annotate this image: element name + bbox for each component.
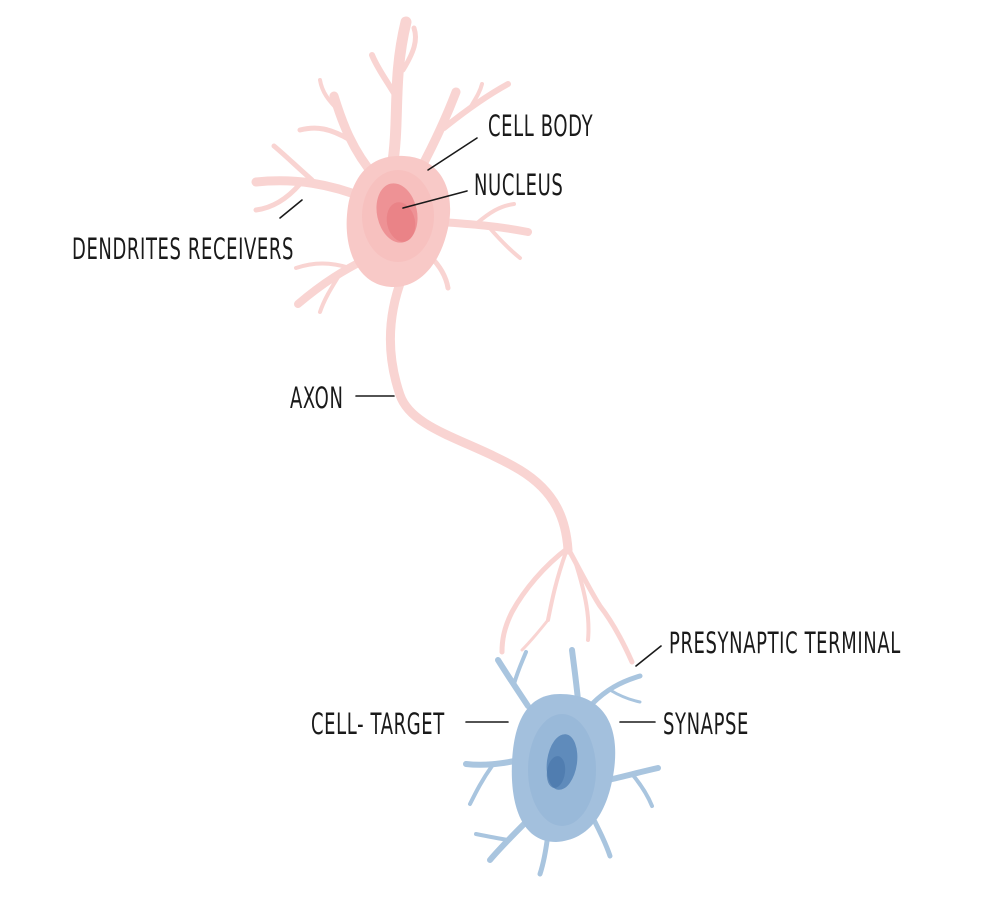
target-cell xyxy=(463,647,661,877)
leader-nucleus xyxy=(402,190,468,209)
label-dendrites: DENDRITES RECEIVERS xyxy=(72,233,294,267)
label-nucleus: NUCLEUS xyxy=(474,169,563,203)
label-cell-target: CELL- TARGET xyxy=(311,708,445,742)
labels: CELL BODY NUCLEUS DENDRITES RECEIVERS AX… xyxy=(72,110,901,742)
nucleus xyxy=(376,183,418,243)
leader-presynaptic-terminal xyxy=(635,645,662,667)
label-synapse: SYNAPSE xyxy=(663,708,749,742)
leader-dendrites xyxy=(279,199,303,219)
neuron xyxy=(251,16,635,665)
label-axon: AXON xyxy=(290,382,344,416)
label-presynaptic-terminal: PRESYNAPTIC TERMINAL xyxy=(669,627,901,661)
dendrites xyxy=(251,16,532,314)
leader-cell-body xyxy=(427,137,478,171)
label-cell-body: CELL BODY xyxy=(488,110,593,144)
target-nucleus xyxy=(546,734,578,790)
leader-lines xyxy=(279,137,662,723)
axon xyxy=(386,273,635,665)
